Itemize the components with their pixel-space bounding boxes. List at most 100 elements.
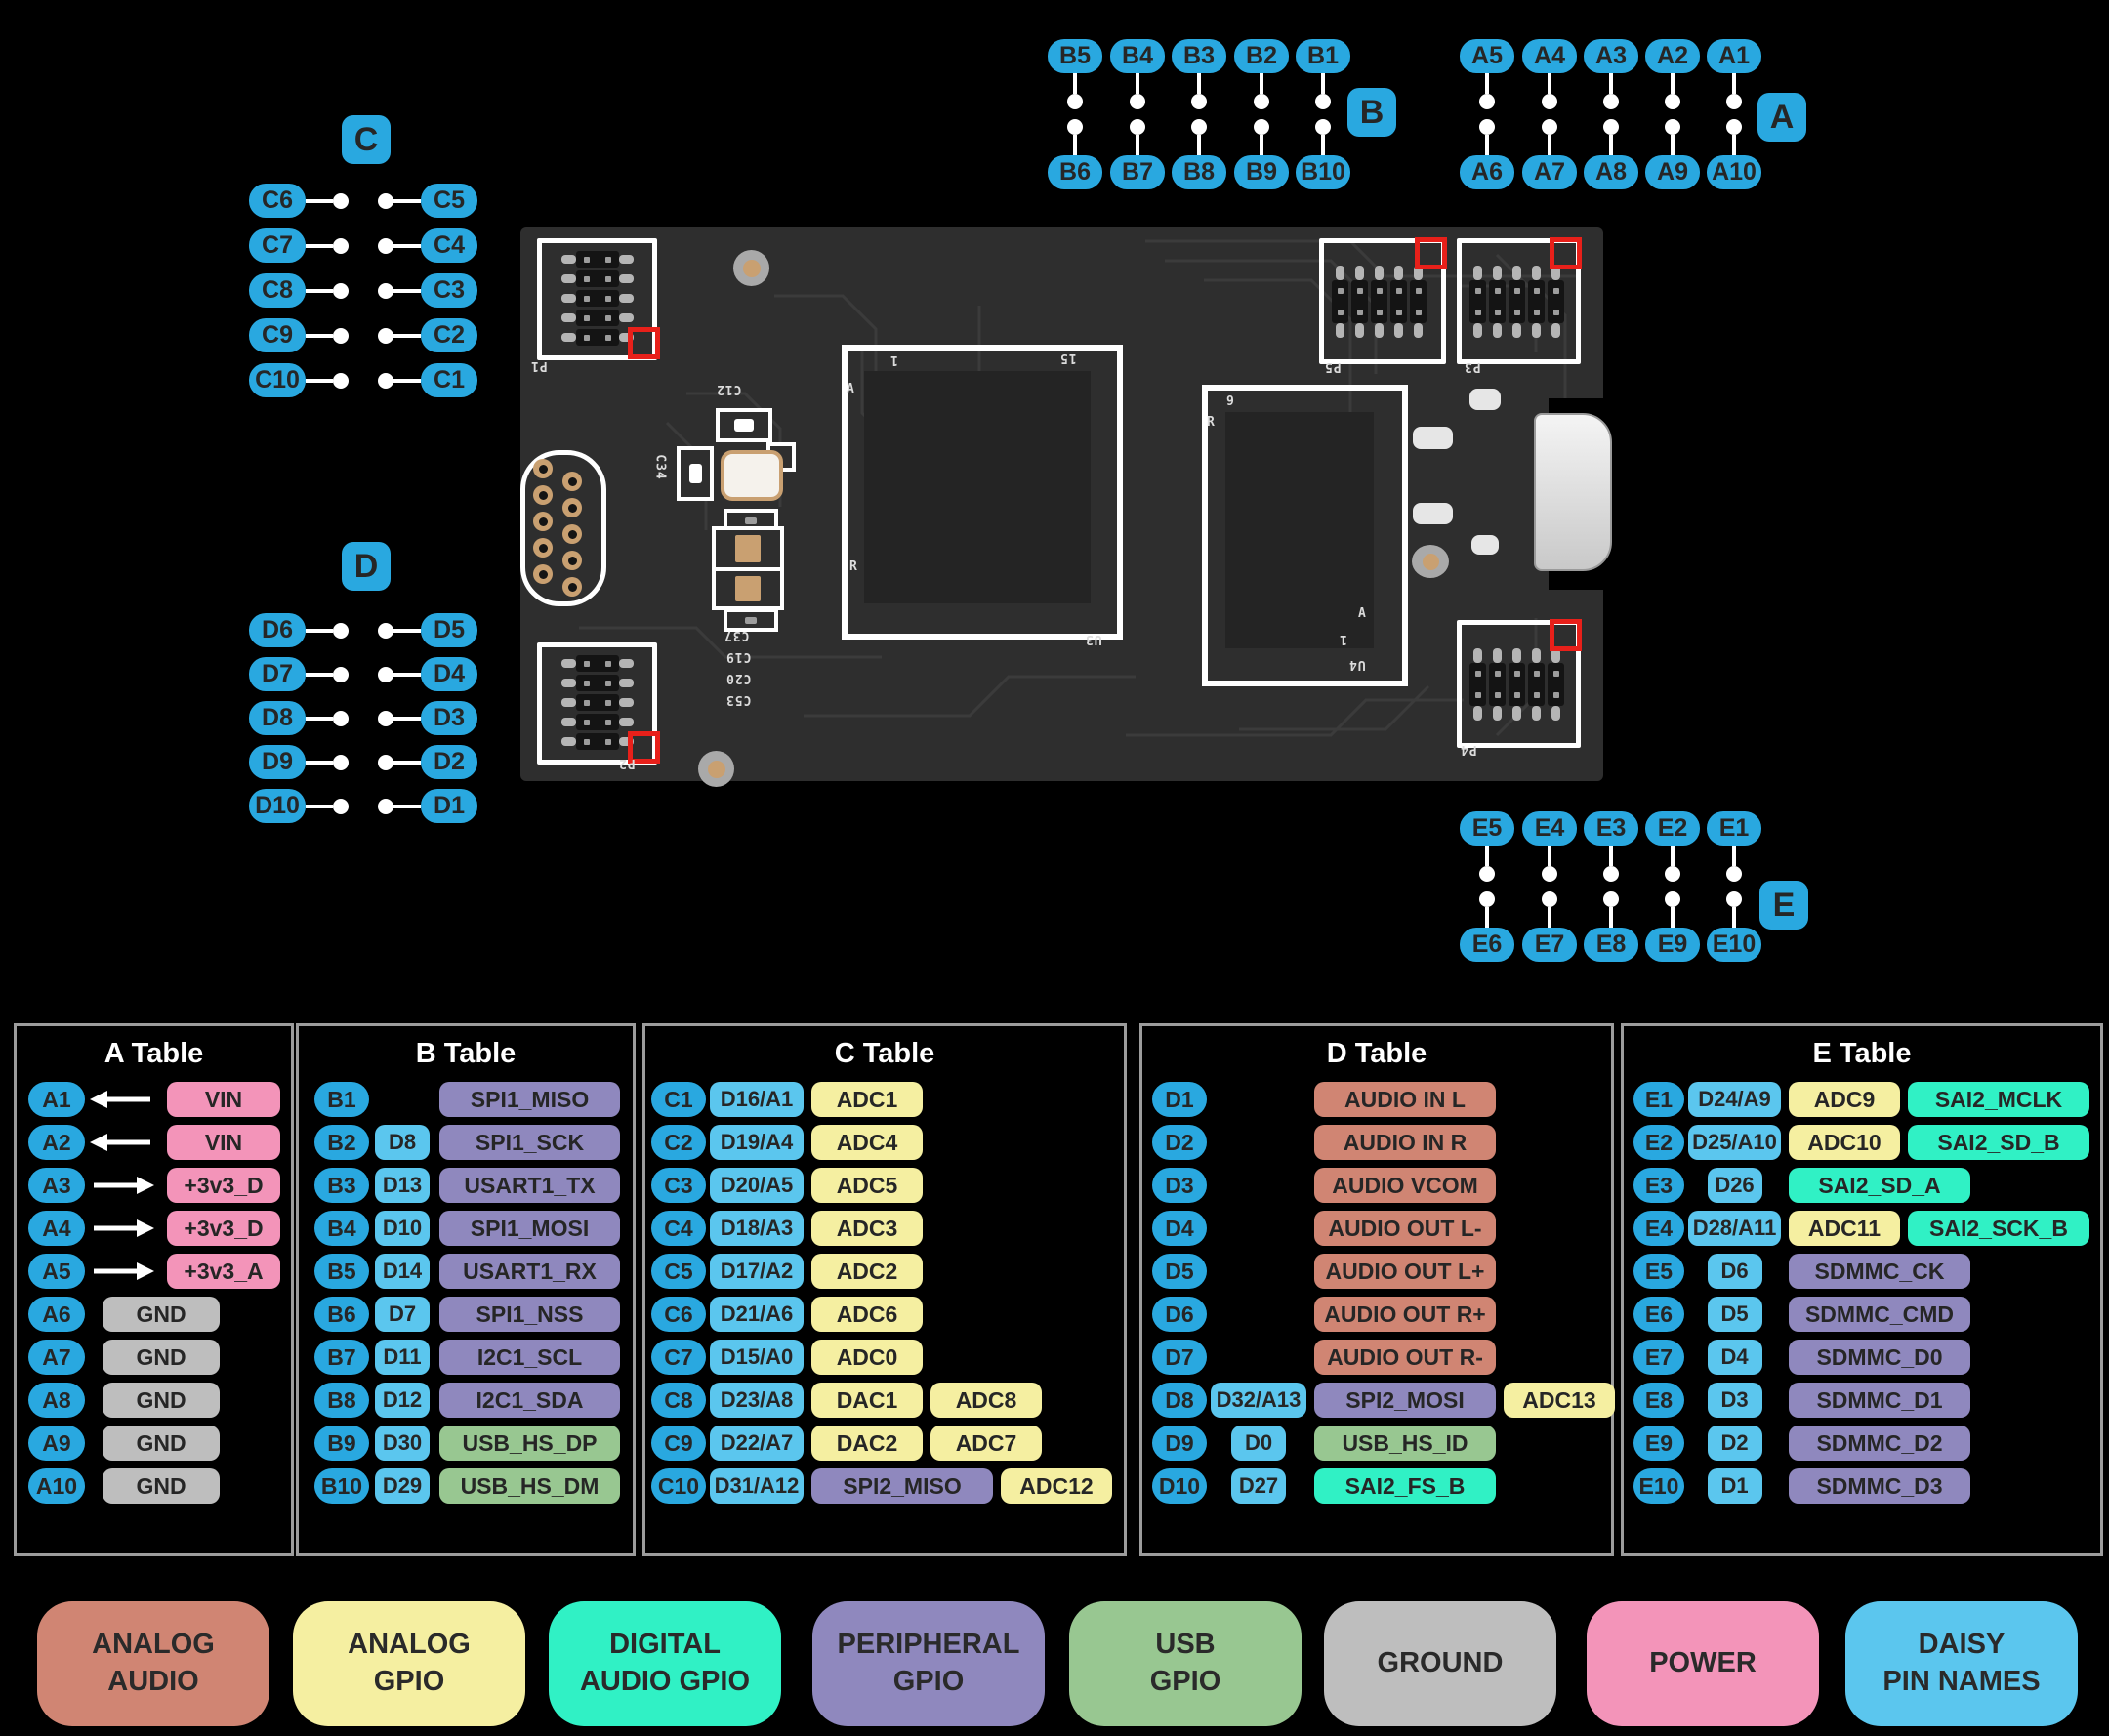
pin-dot	[1665, 866, 1680, 882]
silkscreen-p4: P4	[1460, 742, 1477, 757]
header-p2	[537, 642, 660, 765]
pin-dot	[333, 710, 349, 726]
connector-line	[1671, 135, 1675, 155]
function-badge: SAI2_SCK_B	[1908, 1211, 2089, 1246]
pin-badge-E4: E4	[1522, 811, 1577, 846]
pin-dot	[333, 237, 349, 254]
function-badge: ADC7	[930, 1426, 1042, 1461]
daisy-badge-D28-A11: D28/A11	[1688, 1211, 1781, 1246]
legend-label: DIGITAL	[609, 1629, 721, 1661]
pin-badge-D10: D10	[1152, 1468, 1207, 1504]
pin-badge-A10: A10	[1707, 155, 1761, 189]
pin-badge-E9: E9	[1645, 928, 1700, 962]
header-pin-row	[1548, 647, 1564, 721]
pin-dot	[378, 754, 393, 770]
pin-badge-C4: C4	[421, 228, 477, 263]
function-badge: USB_HS_ID	[1314, 1426, 1496, 1461]
pin-badge-B10: B10	[314, 1468, 369, 1504]
header-pin-row	[560, 733, 634, 750]
function-badge: SAI2_MCLK	[1908, 1082, 2089, 1117]
crystal	[721, 450, 783, 501]
daisy-zone: D10	[373, 1211, 432, 1246]
pin-row-C9: C9 C2	[249, 318, 477, 352]
pin-badge-E8: E8	[1584, 928, 1638, 962]
pin-dot	[378, 192, 393, 209]
daisy-zone: D17/A2	[710, 1254, 804, 1289]
pin-badge-C3: C3	[421, 273, 477, 308]
pin-badge-A4: A4	[1522, 39, 1577, 73]
table-title: E Table	[1812, 1038, 1912, 1069]
pin-badge-D4: D4	[1152, 1211, 1207, 1246]
function-badge: ADC11	[1789, 1211, 1900, 1246]
function-badge: USB_HS_DP	[439, 1426, 620, 1461]
pin-badge-A2: A2	[28, 1125, 85, 1160]
connector-line	[1197, 73, 1201, 94]
function-badge: ADC10	[1789, 1125, 1900, 1160]
daisy-badge-D21-A6: D21/A6	[710, 1297, 804, 1332]
connector-line	[1609, 907, 1613, 928]
pin-badge-B6: B6	[314, 1297, 369, 1332]
pin-badge-E5: E5	[1633, 1254, 1684, 1289]
capacitor-c34	[677, 446, 714, 501]
pin-badge-E7: E7	[1522, 928, 1577, 962]
function-badge: ADC12	[1001, 1468, 1112, 1504]
pin-badge-D7: D7	[1152, 1340, 1207, 1375]
pin-badge-C2: C2	[421, 318, 477, 352]
header-pin-row	[1509, 647, 1525, 721]
function-badge: SDMMC_D2	[1789, 1426, 1970, 1461]
function-badge: +3v3_D	[167, 1211, 280, 1246]
daisy-badge-D10: D10	[375, 1211, 430, 1246]
pin-badge-B10: B10	[1296, 155, 1350, 189]
connector-line	[393, 333, 421, 338]
group-C-letter-badge: C	[342, 115, 391, 164]
table-row: A3+3v3_D	[17, 1164, 291, 1207]
pin-badge-C7: C7	[651, 1340, 706, 1375]
daisy-badge-D16-A1: D16/A1	[710, 1082, 804, 1117]
pin-badge-C9: C9	[249, 318, 306, 352]
pin-badge-C2: C2	[651, 1125, 706, 1160]
table-title: B Table	[415, 1038, 517, 1069]
function-badge: SAI2_SD_A	[1789, 1168, 1970, 1203]
connector-line	[1136, 73, 1139, 94]
pin-badge-B7: B7	[314, 1340, 369, 1375]
header-pin-row	[1371, 265, 1387, 338]
through-hole-pin	[533, 538, 553, 558]
connector-line	[1073, 73, 1077, 94]
pin-dot	[1254, 94, 1269, 109]
pin-badge-A8: A8	[1584, 155, 1638, 189]
table-row: A4+3v3_D	[17, 1207, 291, 1250]
legend-label: GPIO	[373, 1666, 445, 1697]
function-badge: DAC1	[811, 1383, 923, 1418]
pin-badge-C1: C1	[651, 1082, 706, 1117]
function-badge: +3v3_A	[167, 1254, 280, 1289]
capacitor-c12	[716, 408, 772, 442]
pin-dot	[1191, 94, 1207, 109]
arrow-zone	[85, 1175, 159, 1196]
connector-line	[1609, 135, 1613, 155]
function-badge: AUDIO OUT L+	[1314, 1254, 1496, 1289]
function-badge: ADC2	[811, 1254, 923, 1289]
through-hole-pin	[562, 498, 582, 517]
pin-badge-D3: D3	[1152, 1168, 1207, 1203]
daisy-badge-D18-A3: D18/A3	[710, 1211, 804, 1246]
daisy-badge-D0: D0	[1231, 1426, 1286, 1461]
daisy-badge-D25-A10: D25/A10	[1688, 1125, 1781, 1160]
daisy-zone: D1	[1688, 1468, 1781, 1504]
pin-dot	[1542, 866, 1557, 882]
pin-dot	[1665, 119, 1680, 135]
